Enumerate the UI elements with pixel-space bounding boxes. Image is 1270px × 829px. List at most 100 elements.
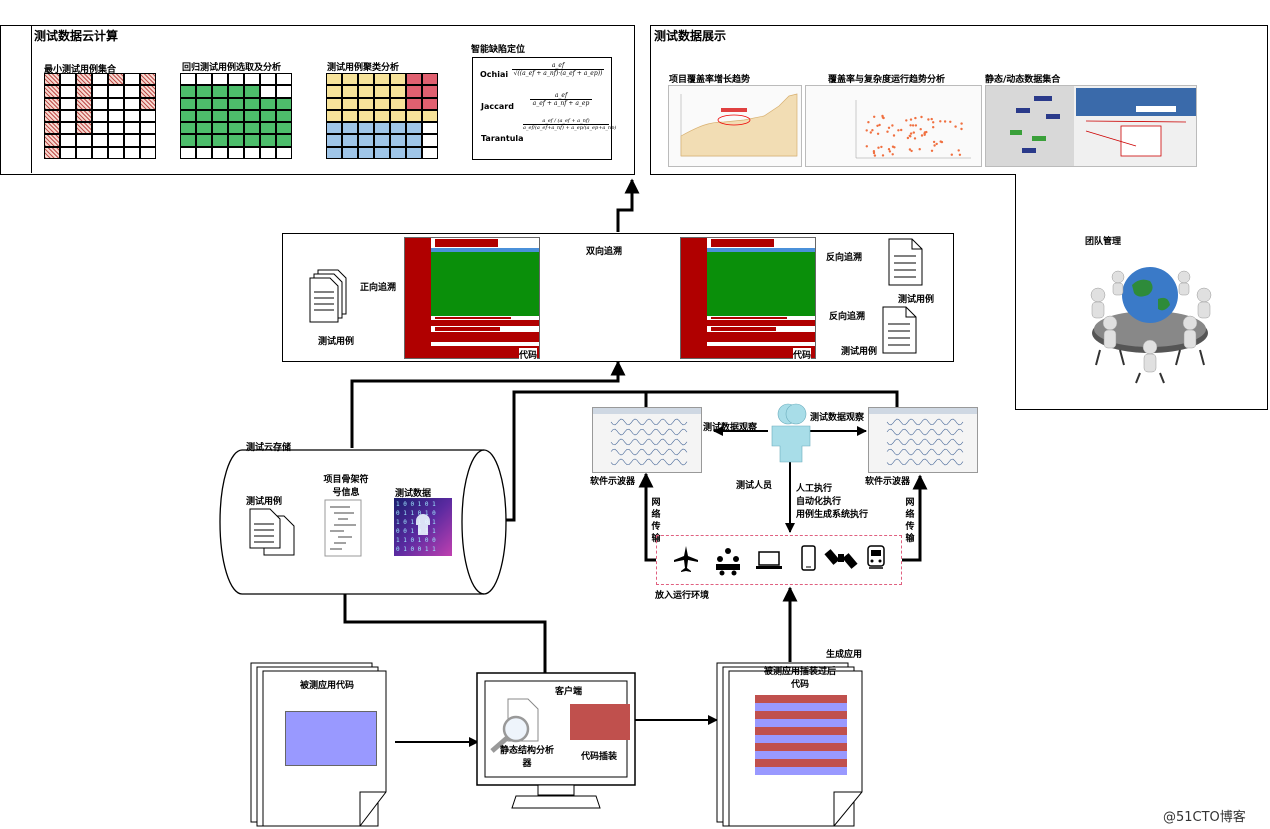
matrix-cell xyxy=(390,97,406,110)
complexity-trend-thumbnail xyxy=(805,85,982,167)
svg-text:1 1 0 1 0 0: 1 1 0 1 0 0 xyxy=(396,537,436,544)
matrix-cell xyxy=(228,109,244,123)
matrix-cell xyxy=(358,109,374,123)
runtime-environment xyxy=(656,535,902,585)
matrix-cell xyxy=(390,122,406,135)
oscilloscope-right xyxy=(868,407,978,473)
matrix-cell xyxy=(374,85,390,98)
code-line-block xyxy=(405,320,539,326)
matrix-cell xyxy=(374,122,390,135)
code-line-block xyxy=(681,320,815,326)
matrix-cell xyxy=(406,122,422,135)
scatter-point xyxy=(867,121,870,124)
skeleton-label: 项目骨架符号信息 xyxy=(323,475,369,498)
matrix-cell xyxy=(276,85,292,98)
scatter-point xyxy=(871,129,874,132)
scatter-point xyxy=(876,132,880,135)
scatter-point xyxy=(957,149,960,152)
matrix-cell xyxy=(196,109,212,123)
scatter-point xyxy=(906,136,910,140)
scatter-point xyxy=(865,145,868,148)
matrix-cell xyxy=(212,109,228,123)
matrix-cell xyxy=(108,134,124,147)
ochiai-den: √((a_ef + a_nf)·(a_ef + a_ep)) xyxy=(513,70,603,77)
waveform-trace xyxy=(886,418,964,426)
matrix-cell xyxy=(44,97,60,110)
skeleton-doc-icon xyxy=(324,499,362,557)
cloud-compute-title: 测试数据云计算 xyxy=(34,29,119,43)
matrix-cell xyxy=(390,146,406,159)
scatter-point xyxy=(912,131,915,134)
satellite-icon xyxy=(824,549,858,569)
scatter-point xyxy=(909,124,912,127)
scatter-point xyxy=(887,148,891,151)
matrix-cell xyxy=(358,122,374,135)
matrix-cell xyxy=(326,146,342,159)
matrix-cell xyxy=(358,146,374,159)
matrix-cell xyxy=(140,146,156,159)
matrix-cell xyxy=(406,73,422,86)
matrix-cell xyxy=(108,97,124,110)
test-case-doc-icon-right-2 xyxy=(882,306,917,354)
code-line-block xyxy=(681,248,815,252)
code-line-block xyxy=(681,326,815,332)
scatter-point xyxy=(930,117,933,121)
matrix-cell xyxy=(342,146,358,159)
network-icon xyxy=(716,548,740,576)
instrumented-stripe xyxy=(755,711,847,719)
matrix-cell xyxy=(358,97,374,110)
matrix-cell xyxy=(422,109,438,123)
scatter-point xyxy=(891,124,894,127)
code-line-block xyxy=(681,316,815,320)
matrix-cell xyxy=(358,85,374,98)
scatter-point xyxy=(958,153,962,156)
matrix-cell xyxy=(228,97,244,110)
matrix-cell xyxy=(326,134,342,147)
scatter-point xyxy=(939,140,942,143)
matrix-cell xyxy=(244,97,260,110)
matrix-cell xyxy=(44,122,60,135)
code-line-block xyxy=(405,326,539,332)
scatter-point xyxy=(897,129,900,132)
scatter-point xyxy=(935,142,938,146)
matrix-cell xyxy=(374,97,390,110)
matrix-cell xyxy=(60,134,76,147)
matrix-cell xyxy=(422,122,438,135)
matrix-cell xyxy=(276,73,292,86)
ochiai-name: Ochiai xyxy=(480,70,509,79)
scope-left-label: 软件示波器 xyxy=(590,477,636,487)
matrix-cell xyxy=(260,85,276,98)
code-line-block xyxy=(405,316,539,320)
scatter-point xyxy=(880,145,883,149)
waveform-trace xyxy=(610,458,688,466)
tarantula-den: a_ef/(a_ef+a_nf) + a_ep/(a_ep+a_np) xyxy=(523,125,617,131)
code-line-block xyxy=(681,346,815,358)
storage-test-case-icon xyxy=(249,508,295,556)
scatter-point xyxy=(877,146,880,149)
scatter-point xyxy=(909,118,913,121)
matrix-cell xyxy=(76,97,92,110)
matrix-cell xyxy=(276,109,292,123)
backward-trace-label-2: 反向追溯 xyxy=(829,312,866,322)
matrix-cell xyxy=(260,109,276,123)
coverage-trend-thumbnail xyxy=(668,85,802,167)
matrix-cell xyxy=(44,85,60,98)
matrix-cell xyxy=(124,146,140,159)
matrix-cell xyxy=(60,109,76,123)
waveform-trace xyxy=(610,438,688,446)
instrumented-code-stripes xyxy=(755,695,847,775)
oscilloscope-left xyxy=(592,407,702,473)
waveform-trace xyxy=(610,448,688,456)
code-label-2: 代码 xyxy=(793,348,812,361)
instrumented-stripe xyxy=(755,735,847,743)
min-suite-label: 最小测试用例集合 xyxy=(44,65,117,75)
scatter-point xyxy=(900,128,903,132)
scatter-point xyxy=(933,144,936,147)
instrumented-stripe xyxy=(755,743,847,751)
matrix-cell xyxy=(196,134,212,147)
matrix-cell xyxy=(76,73,92,86)
scatter-point xyxy=(887,126,891,129)
waveform-trace xyxy=(886,448,964,456)
scatter-point xyxy=(878,123,881,127)
